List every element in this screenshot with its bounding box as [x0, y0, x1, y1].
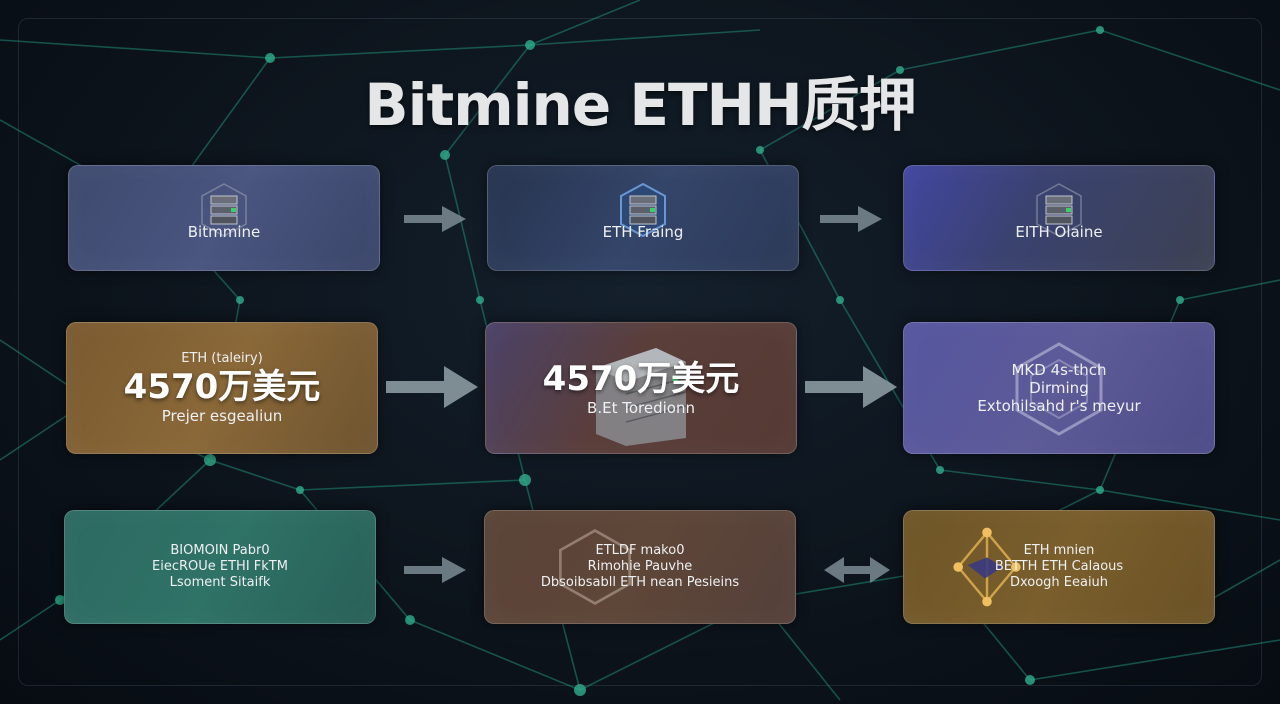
arrow-right-icon: [404, 557, 466, 583]
card-label-3: Extohilsahd r's meyur: [977, 397, 1141, 415]
server-rack-icon: [596, 348, 687, 446]
card-label-3: Dxoogh Eeaiuh: [1009, 575, 1109, 590]
card-bitmine-platform: BIOMOIN Pabr0 EiecROUe ETHI FkTM Lsoment…: [64, 510, 376, 624]
diagram-frame: [18, 18, 1262, 686]
card-label: EITH Olaine: [1015, 223, 1103, 241]
card-label-3: Lsoment Sitaifk: [169, 575, 271, 590]
card-label-3: Dbsoibsabll ETH nean Pesieins: [540, 575, 740, 590]
arrow-right-icon: [805, 366, 897, 408]
card-label-2: Rimohie Pauvhe: [587, 559, 693, 574]
card-eth-value: ETH (taleiry) 4570万美元 Prejer esgealiun: [66, 322, 378, 454]
card-eth-chain: EITH Olaine: [903, 165, 1215, 271]
card-label-1: BIOMOIN Pabr0: [170, 543, 270, 558]
card-label-2: EiecROUe ETHI FkTM: [152, 559, 288, 574]
card-caption: ETH (taleiry): [181, 351, 263, 366]
server-icon: [620, 182, 666, 238]
card-label: ETH Fraing: [602, 223, 684, 241]
card-amount: 4570万美元: [542, 359, 740, 399]
card-label-1: MKD 4s-thch: [1011, 361, 1107, 379]
card-eth-positions: ETLDF mako0 Rimohie Pauvhe Dbsoibsabll E…: [484, 510, 796, 624]
card-bitmine: Bitmmine: [68, 165, 380, 271]
card-amount: 4570万美元: [123, 367, 321, 407]
diagram-title: Bitmine ETHH质押: [364, 71, 916, 139]
card-label: B.Et Toredionn: [587, 399, 695, 417]
arrow-right-icon: [404, 206, 466, 232]
card-label-1: ETLDF mako0: [595, 543, 685, 558]
card-eth-calculations: ETH mnien BETTH ETH Calaous Dxoogh Eeaiu…: [903, 510, 1215, 624]
card-mining-establishment: MKD 4s-thch Dirming Extohilsahd r's meyu…: [903, 322, 1215, 454]
server-icon: [201, 183, 247, 237]
card-label: Prejer esgealiun: [161, 407, 283, 425]
card-label-2: Dirming: [1029, 379, 1089, 397]
hexagon-icon: [559, 529, 631, 605]
hexagon-icon: [1015, 342, 1103, 436]
card-label-2: BETTH ETH Calaous: [994, 559, 1124, 574]
arrow-right-icon: [386, 366, 478, 408]
arrow-bidirectional-icon: [824, 557, 890, 583]
arrow-right-icon: [820, 206, 882, 232]
network-hub-icon: [953, 527, 1021, 607]
card-eth-staking: ETH Fraing: [487, 165, 799, 271]
card-label: Bitmmine: [187, 223, 261, 241]
card-label-1: ETH mnien: [1023, 543, 1095, 558]
server-icon: [1036, 183, 1082, 237]
card-amount-transfer: 4570万美元 B.Et Toredionn: [485, 322, 797, 454]
